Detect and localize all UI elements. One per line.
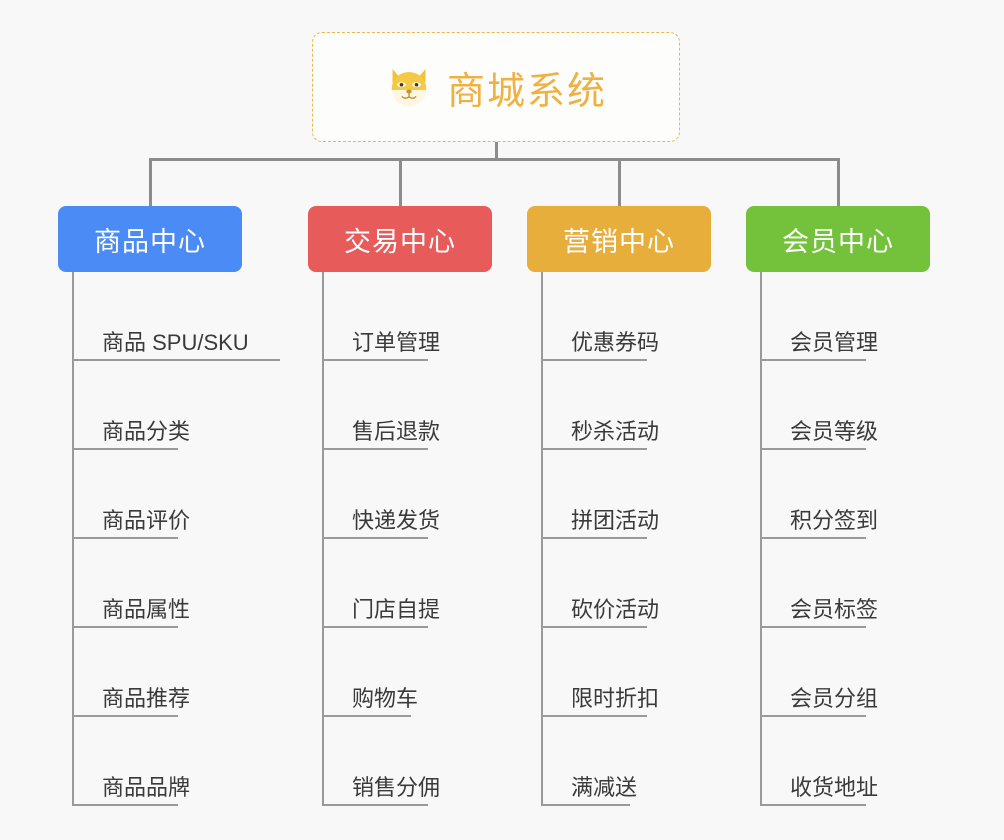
leaf-item-label: 收货地址 <box>790 774 879 800</box>
leaf-item-rule <box>541 359 647 361</box>
branch-column-1: 商品 SPU/SKU 商品分类商品评价商品属性商品推荐商品品牌 <box>72 272 280 806</box>
connector-drop-3 <box>618 158 621 206</box>
leaf-item-label: 秒杀活动 <box>571 418 660 444</box>
leaf-item-label: 满减送 <box>571 774 638 800</box>
leaf-item-label: 快递发货 <box>352 507 441 533</box>
branch-spine <box>322 272 324 806</box>
category-label: 营销中心 <box>563 226 675 257</box>
leaf-item-label: 积分签到 <box>790 507 879 533</box>
connector-drop-2 <box>399 158 402 206</box>
category-node-4[interactable]: 会员中心 <box>746 206 930 272</box>
leaf-item-label: 会员等级 <box>790 418 879 444</box>
leaf-item-rule <box>760 448 866 450</box>
leaf-item-rule <box>322 359 428 361</box>
leaf-item[interactable]: 优惠券码 <box>541 272 735 361</box>
leaf-item-label: 会员标签 <box>790 596 879 622</box>
leaf-item[interactable]: 会员管理 <box>760 272 954 361</box>
leaf-item-rule <box>541 537 647 539</box>
leaf-item-rule <box>72 359 280 361</box>
leaf-item-rule <box>322 448 428 450</box>
branch-column-3: 优惠券码秒杀活动拼团活动砍价活动限时折扣满减送 <box>541 272 735 806</box>
leaf-item-label: 商品推荐 <box>102 685 191 711</box>
leaf-item-rule <box>72 804 178 806</box>
leaf-item[interactable]: 售后退款 <box>322 361 516 450</box>
branch-spine <box>760 272 762 806</box>
leaf-item-label: 门店自提 <box>352 596 441 622</box>
category-label: 商品中心 <box>94 226 206 257</box>
category-label: 交易中心 <box>344 226 456 257</box>
branch-spine <box>541 272 543 806</box>
leaf-item-label: 商品分类 <box>102 418 191 444</box>
connector-drop-1 <box>149 158 152 206</box>
leaf-item-label: 会员分组 <box>790 685 879 711</box>
root-node[interactable]: 商城系统 <box>312 32 680 142</box>
category-node-3[interactable]: 营销中心 <box>527 206 711 272</box>
leaf-item-rule <box>72 715 178 717</box>
leaf-item-rule <box>760 626 866 628</box>
connector-drop-4 <box>837 158 840 206</box>
category-node-2[interactable]: 交易中心 <box>308 206 492 272</box>
leaf-item-rule <box>322 626 428 628</box>
leaf-item[interactable]: 商品 SPU/SKU <box>72 272 280 361</box>
leaf-item[interactable]: 商品推荐 <box>72 628 266 717</box>
leaf-item[interactable]: 会员等级 <box>760 361 954 450</box>
leaf-item-rule <box>760 359 866 361</box>
leaf-item-rule <box>541 448 647 450</box>
leaf-item-rule <box>322 537 428 539</box>
leaf-item-label: 订单管理 <box>352 329 441 355</box>
leaf-item[interactable]: 门店自提 <box>322 539 516 628</box>
leaf-item[interactable]: 商品属性 <box>72 539 266 628</box>
leaf-item-label: 优惠券码 <box>571 329 660 355</box>
branch-column-2: 订单管理售后退款快递发货门店自提购物车销售分佣 <box>322 272 516 806</box>
leaf-item-rule <box>541 715 647 717</box>
category-node-1[interactable]: 商品中心 <box>58 206 242 272</box>
leaf-item-label: 商品 SPU/SKU <box>102 329 249 355</box>
leaf-item-label: 会员管理 <box>790 329 879 355</box>
shiba-dog-face-icon <box>385 63 433 111</box>
leaf-item-label: 销售分佣 <box>352 774 441 800</box>
leaf-item[interactable]: 限时折扣 <box>541 628 735 717</box>
leaf-item-label: 售后退款 <box>352 418 441 444</box>
leaf-item-rule <box>322 804 428 806</box>
leaf-item[interactable]: 商品分类 <box>72 361 266 450</box>
leaf-item[interactable]: 订单管理 <box>322 272 516 361</box>
connector-root-stem <box>495 142 498 160</box>
leaf-item[interactable]: 商品评价 <box>72 450 266 539</box>
leaf-item[interactable]: 积分签到 <box>760 450 954 539</box>
leaf-item[interactable]: 收货地址 <box>760 717 954 806</box>
leaf-item-label: 商品评价 <box>102 507 191 533</box>
leaf-item[interactable]: 购物车 <box>322 628 516 717</box>
leaf-item-rule <box>72 537 178 539</box>
leaf-item-label: 商品品牌 <box>102 774 191 800</box>
leaf-item[interactable]: 会员标签 <box>760 539 954 628</box>
branch-spine <box>72 272 74 806</box>
leaf-item-rule <box>541 626 647 628</box>
leaf-item-label: 拼团活动 <box>571 507 660 533</box>
leaf-item[interactable]: 商品品牌 <box>72 717 266 806</box>
leaf-item-label: 限时折扣 <box>571 685 660 711</box>
leaf-item[interactable]: 快递发货 <box>322 450 516 539</box>
leaf-item-rule <box>322 715 411 717</box>
leaf-item-rule <box>760 715 866 717</box>
connector-horizontal-bus <box>150 158 839 161</box>
branch-column-4: 会员管理会员等级积分签到会员标签会员分组收货地址 <box>760 272 954 806</box>
leaf-item[interactable]: 秒杀活动 <box>541 361 735 450</box>
leaf-item-rule <box>72 626 178 628</box>
leaf-item-label: 购物车 <box>352 685 419 711</box>
leaf-item[interactable]: 会员分组 <box>760 628 954 717</box>
leaf-item-rule <box>72 448 178 450</box>
leaf-item[interactable]: 满减送 <box>541 717 735 806</box>
category-label: 会员中心 <box>782 226 894 257</box>
leaf-item-rule <box>541 804 630 806</box>
leaf-item[interactable]: 拼团活动 <box>541 450 735 539</box>
leaf-item[interactable]: 销售分佣 <box>322 717 516 806</box>
leaf-item-rule <box>760 537 866 539</box>
leaf-item-rule <box>760 804 866 806</box>
root-title: 商城系统 <box>446 70 607 113</box>
leaf-item-label: 砍价活动 <box>571 596 660 622</box>
leaf-item-label: 商品属性 <box>102 596 191 622</box>
leaf-item[interactable]: 砍价活动 <box>541 539 735 628</box>
